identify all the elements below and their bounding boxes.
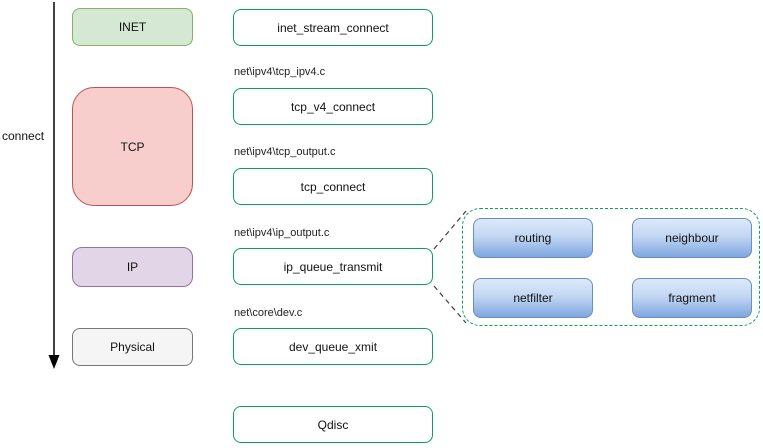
detail-label: fragment	[668, 291, 716, 305]
function-label: ip_queue_transmit	[283, 259, 383, 274]
flow-label-connect: connect	[2, 129, 45, 143]
layer-node-ip: IP	[72, 247, 193, 287]
layer-label-tcp: TCP	[120, 139, 145, 154]
source-file-label-tcp-output: net\ipv4\tcp_output.c	[234, 146, 336, 158]
function-label: Qdisc	[317, 417, 349, 432]
function-node-dev-queue-xmit: dev_queue_xmit	[233, 328, 433, 365]
detail-node-routing: routing	[473, 218, 593, 258]
layer-label-ip: IP	[126, 260, 139, 274]
ip-detail-group-box: routing neighbour netfilter fragment	[462, 208, 760, 326]
layer-label-physical: Physical	[110, 340, 155, 354]
function-label: tcp_v4_connect	[290, 99, 376, 114]
function-node-tcp-connect: tcp_connect	[233, 168, 433, 205]
function-label: inet_stream_connect	[277, 20, 389, 35]
function-node-inet-stream-connect: inet_stream_connect	[233, 9, 433, 46]
layer-node-physical: Physical	[72, 328, 193, 366]
function-node-qdisc: Qdisc	[233, 406, 433, 443]
detail-label: neighbour	[665, 231, 719, 245]
detail-node-fragment: fragment	[632, 278, 752, 318]
source-file-label-tcp-ipv4: net\ipv4\tcp_ipv4.c	[234, 66, 326, 78]
function-node-tcp-v4-connect: tcp_v4_connect	[233, 88, 433, 125]
detail-node-neighbour: neighbour	[632, 218, 752, 258]
source-file-label-ip-output: net\ipv4\ip_output.c	[234, 227, 330, 239]
layer-node-inet: INET	[72, 8, 193, 46]
layer-node-tcp: TCP	[72, 87, 193, 206]
function-node-ip-queue-transmit: ip_queue_transmit	[233, 248, 433, 285]
function-label: tcp_connect	[300, 179, 366, 194]
source-file-label-dev-c: net\core\dev.c	[234, 307, 303, 319]
detail-label: routing	[514, 231, 552, 245]
layer-label-inet: INET	[118, 20, 147, 34]
function-label: dev_queue_xmit	[288, 339, 378, 354]
detail-label: netfilter	[513, 291, 553, 305]
flow-arrow-down-icon	[48, 2, 60, 369]
detail-node-netfilter: netfilter	[473, 278, 593, 318]
